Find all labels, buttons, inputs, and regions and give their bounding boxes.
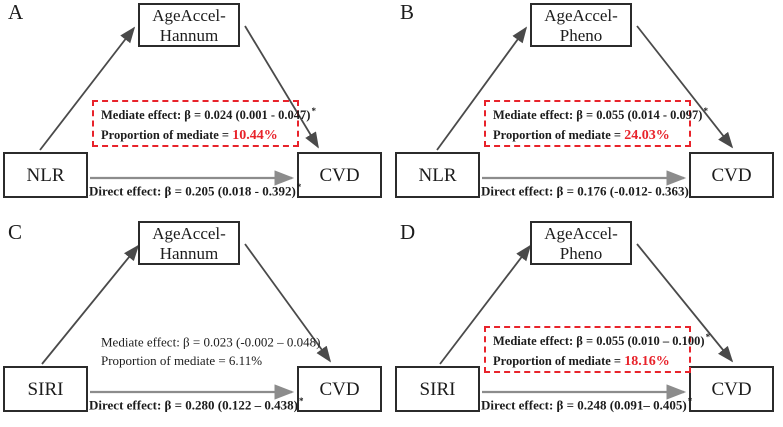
arrow-exposure-to-mediator	[439, 244, 532, 365]
panel-b: B AgeAccel- Pheno NLR CVD Mediate effect…	[392, 0, 783, 213]
mediate-effect-box: Mediate effect: β = 0.055 (0.014 - 0.097…	[484, 100, 708, 147]
proportion-of-mediate-text: Proportion of mediate = 10.44%	[101, 127, 278, 143]
significance-asterisk: *	[703, 106, 708, 117]
mediator-label-line2: Pheno	[559, 244, 603, 263]
arrow-mediator-to-outcome	[244, 25, 319, 149]
mediator-label-line2: Hannum	[159, 26, 219, 45]
mediate-effect-text: Mediate effect: β = 0.055 (0.010 – 0.100…	[493, 332, 711, 349]
mediate-effect-text: Mediate effect: β = 0.023 (-0.002 – 0.04…	[101, 334, 321, 350]
significance-asterisk: *	[705, 332, 711, 343]
arrow-mediator-to-outcome	[636, 243, 734, 363]
path-arrows	[436, 25, 734, 186]
panel-c: C AgeAccel- Hannum SIRI CVD Mediate effe…	[0, 214, 391, 427]
mediator-label-line2: Hannum	[159, 244, 219, 263]
outcome-node: CVD	[689, 366, 774, 412]
proportion-of-mediate-text: Proportion of mediate = 24.03%	[493, 127, 670, 143]
panel-label: D	[400, 220, 416, 244]
mediator-node: AgeAccel- Hannum	[138, 3, 240, 47]
mediator-node: AgeAccel- Pheno	[530, 221, 632, 265]
mediate-effect-text: Mediate effect: β = 0.024 (0.001 - 0.047…	[101, 106, 316, 123]
panel-label: A	[8, 0, 24, 24]
mediator-label-line2: Pheno	[559, 26, 603, 45]
mediator-label-line1: AgeAccel-	[544, 224, 618, 243]
direct-effect-label: Direct effect: β = 0.280 (0.122 – 0.438)…	[89, 396, 304, 413]
significance-asterisk: *	[311, 106, 316, 117]
direct-effect-label: Direct effect: β = 0.205 (0.018 - 0.392)…	[89, 182, 302, 199]
mediator-node: AgeAccel- Pheno	[530, 3, 632, 47]
significance-asterisk: *	[687, 396, 693, 406]
proportion-of-mediate-text: Proportion of mediate = 18.16%	[493, 353, 670, 369]
panel-label: C	[8, 220, 23, 244]
outcome-node: CVD	[689, 152, 774, 198]
exposure-node: NLR	[3, 152, 88, 198]
mediator-label-line1: AgeAccel-	[544, 6, 618, 25]
outcome-node: CVD	[297, 366, 382, 412]
proportion-value: 24.03%	[624, 127, 670, 143]
mediator-label-line1: AgeAccel-	[152, 224, 226, 243]
path-arrows	[41, 243, 332, 400]
proportion-of-mediate-text: Proportion of mediate = 6.11%	[101, 353, 263, 369]
outcome-node: CVD	[297, 152, 382, 198]
arrow-exposure-to-mediator	[436, 26, 528, 151]
panel-label: B	[400, 0, 415, 24]
panel-d: D AgeAccel- Pheno SIRI CVD Mediate effec…	[392, 214, 783, 427]
mediate-effect-box: Mediate effect: β = 0.055 (0.010 – 0.100…	[484, 326, 711, 373]
direct-effect-label: Direct effect: β = 0.248 (0.091– 0.405)*	[481, 396, 693, 413]
proportion-value: 10.44%	[232, 127, 278, 143]
mediate-effect-text: Mediate effect: β = 0.055 (0.014 - 0.097…	[493, 106, 708, 123]
exposure-node: NLR	[395, 152, 480, 198]
exposure-node: SIRI	[3, 366, 88, 412]
path-arrows	[39, 25, 319, 186]
mediate-effect-box: Mediate effect: β = 0.023 (-0.002 – 0.04…	[92, 326, 321, 373]
path-arrows	[439, 243, 734, 400]
mediator-node: AgeAccel- Hannum	[138, 221, 240, 265]
direct-effect-label: Direct effect: β = 0.176 (-0.012- 0.363)	[481, 183, 689, 199]
mediate-effect-box: Mediate effect: β = 0.024 (0.001 - 0.047…	[92, 100, 316, 147]
mediator-label-line1: AgeAccel-	[152, 6, 226, 25]
panel-a: A AgeAccel- Hannum NLR CVD Mediate effec…	[0, 0, 391, 213]
proportion-value: 6.11%	[228, 353, 263, 369]
arrow-mediator-to-outcome	[636, 25, 734, 149]
arrow-exposure-to-mediator	[39, 26, 136, 151]
exposure-node: SIRI	[395, 366, 480, 412]
significance-asterisk: *	[296, 182, 302, 192]
arrow-exposure-to-mediator	[41, 244, 140, 365]
significance-asterisk: *	[298, 396, 304, 406]
proportion-value: 18.16%	[624, 353, 670, 369]
arrow-mediator-to-outcome	[244, 243, 332, 363]
